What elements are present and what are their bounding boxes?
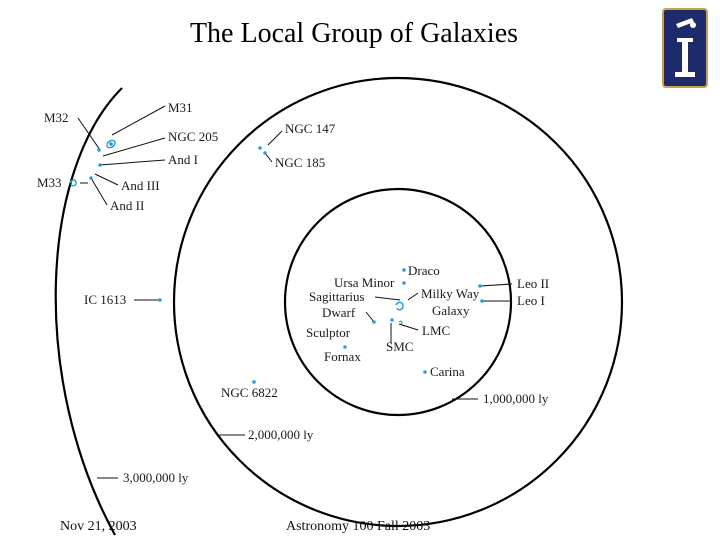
ring-label: 2,000,000 ly [248,427,314,442]
galaxy-label: M32 [44,110,69,125]
ring-label: 3,000,000 ly [123,470,189,485]
galaxy-label: Draco [408,263,440,278]
galaxy-marker [478,284,482,288]
galaxy-marker [98,163,102,167]
galaxy-label: Leo II [517,276,549,291]
ring-1-million-ly [283,187,513,417]
galaxy-label: M33 [37,175,62,190]
galaxy-marker [402,281,406,285]
ring-label: 1,000,000 ly [483,391,549,406]
galaxy-marker [263,151,267,155]
galaxy-label: Dwarf [322,305,356,320]
galaxy-label: Ursa Minor [334,275,395,290]
galaxy-marker [258,146,262,150]
galaxy-label: Sagittarius [309,289,365,304]
galaxy-marker [480,299,484,303]
page-title: The Local Group of Galaxies [189,18,519,49]
milky-way-spiral-icon [395,301,404,311]
galaxy-marker [423,370,427,374]
galaxy-label: And III [121,178,160,193]
galaxy-label: NGC 185 [275,155,325,170]
ring-2-million-ly [172,76,624,528]
lmc-marker-icon [398,320,403,325]
galaxy-marker [97,148,101,152]
galaxy-label: M31 [168,100,193,115]
galaxy-label: Fornax [324,349,361,364]
m33-spiral-icon [69,179,77,187]
galaxy-label: Milky Way [421,286,480,301]
ring-3-million-ly [54,87,123,536]
galaxy-label: Carina [430,364,465,379]
galaxy-label: Galaxy [432,303,470,318]
galaxy-label: And II [110,198,144,213]
galaxy-label: SMC [386,339,413,354]
footer-date: Nov 21, 2003 [60,519,137,534]
galaxy-marker [158,298,162,302]
galaxy-label: And I [168,152,198,167]
galaxy-label: Sculptor [306,325,351,340]
footer-course: Astronomy 100 Fall 2003 [286,519,431,534]
galaxy-label: NGC 205 [168,129,218,144]
galaxy-label: IC 1613 [84,292,126,307]
university-seal-icon [662,8,708,88]
galaxy-marker [89,176,93,180]
galaxy-marker [390,318,394,322]
galaxy-marker [372,320,376,324]
m31-spiral-icon [106,139,116,149]
galaxy-marker [402,268,406,272]
galaxy-marker [252,380,256,384]
galaxy-label: NGC 147 [285,121,336,136]
galaxy-label: NGC 6822 [221,385,278,400]
galaxy-label: LMC [422,323,450,338]
galaxy-marker [343,345,347,349]
galaxy-label: Leo I [517,293,545,308]
